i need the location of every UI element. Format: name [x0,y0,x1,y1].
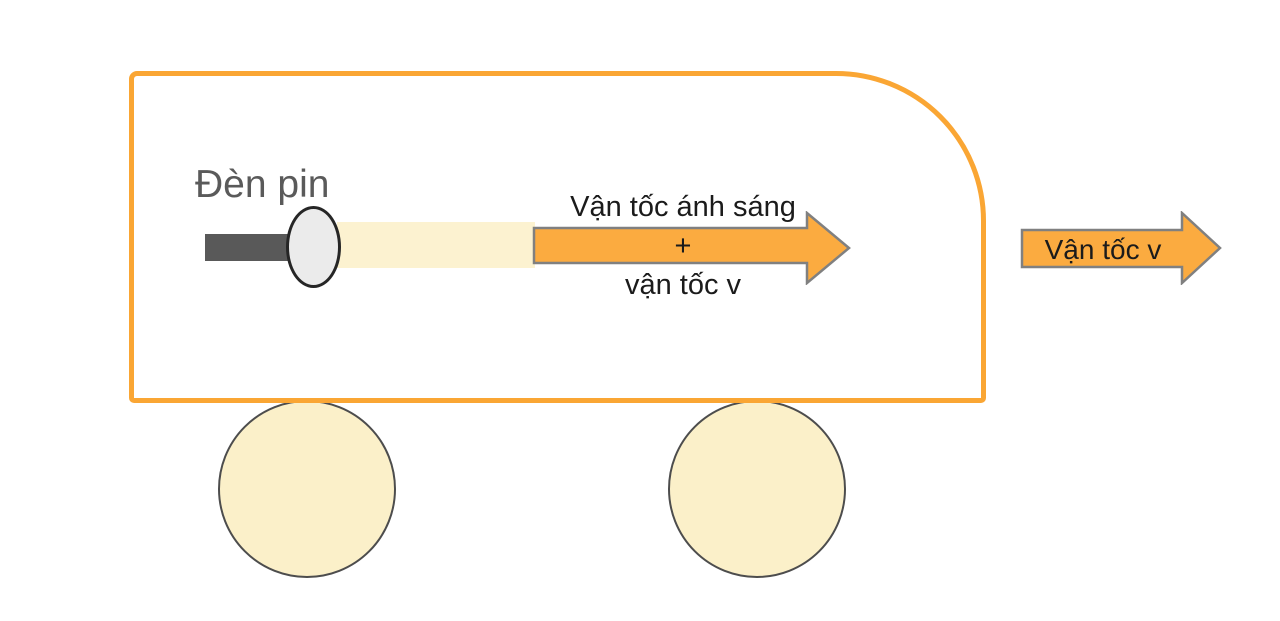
light-beam [337,222,535,268]
light-velocity-caption-line3: vận tốc v [624,269,742,301]
vehicle-velocity-arrow [1020,211,1222,285]
light-velocity-arrow-shape [532,211,851,285]
vehicle-velocity-arrow-shape [1020,211,1222,285]
flashlight-lens [286,206,341,288]
wheel-right [668,400,846,578]
flashlight-label: Đèn pin [195,163,330,206]
wheel-left [218,400,396,578]
light-velocity-caption: Vận tốc ánh sáng + vận tốc v [533,188,833,305]
light-velocity-caption-plus: + [674,230,692,262]
light-velocity-caption-line1: Vận tốc ánh sáng [570,191,796,223]
vehicle-velocity-label: Vận tốc v [1044,234,1162,265]
light-velocity-arrow [532,211,851,285]
